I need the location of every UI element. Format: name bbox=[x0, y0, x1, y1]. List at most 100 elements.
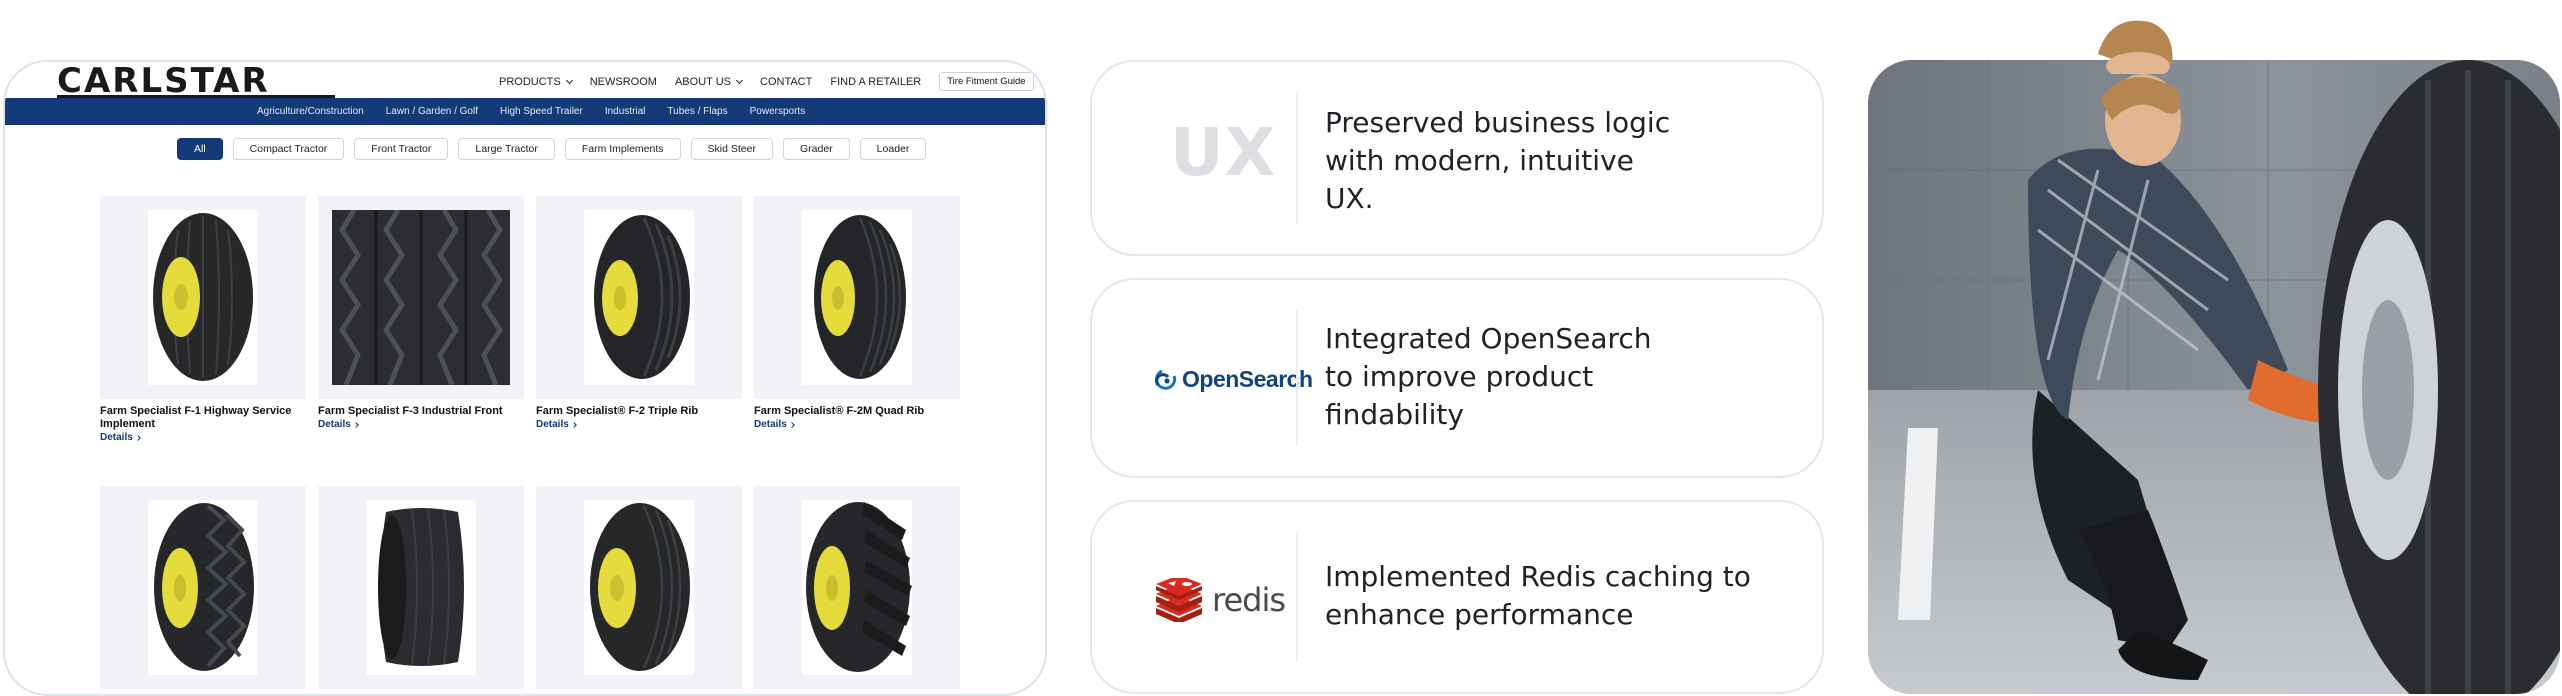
opensearch-wordmark: OpenSearch bbox=[1182, 366, 1313, 392]
nav-products[interactable]: PRODUCTS bbox=[499, 75, 573, 88]
rib-tire-icon bbox=[153, 213, 253, 381]
chevron-right-icon bbox=[134, 434, 141, 441]
category-industrial[interactable]: Industrial bbox=[604, 106, 646, 117]
tread-pattern-icon bbox=[332, 210, 510, 385]
nav-products-label: PRODUCTS bbox=[499, 75, 561, 88]
product-image[interactable] bbox=[100, 486, 306, 689]
product-title[interactable]: Farm Specialist® F-2 Triple Rib bbox=[536, 405, 699, 417]
filter-grader[interactable]: Grader bbox=[782, 138, 850, 160]
rib-tire-icon bbox=[590, 503, 690, 671]
filter-farm-implements[interactable]: Farm Implements bbox=[564, 138, 681, 160]
product-card[interactable]: Farm Specialist® F-2M Quad Rib Details bbox=[754, 196, 960, 430]
details-link[interactable]: Details bbox=[100, 432, 306, 443]
nav-newsroom-label: NEWSROOM bbox=[589, 75, 657, 88]
opensearch-logo-icon: OpenSearch bbox=[1154, 366, 1313, 393]
feature-line: to improve product bbox=[1325, 360, 1594, 393]
category-agriculture[interactable]: Agriculture/Construction bbox=[257, 106, 364, 117]
category-bar: Agriculture/Construction Lawn / Garden /… bbox=[5, 98, 1045, 125]
product-card[interactable] bbox=[100, 486, 306, 694]
product-image[interactable] bbox=[100, 196, 306, 399]
feature-line: Preserved business logic bbox=[1325, 106, 1671, 139]
chevron-right-icon bbox=[788, 421, 795, 428]
feature-divider bbox=[1296, 92, 1298, 224]
filter-all[interactable]: All bbox=[177, 138, 223, 160]
feature-divider bbox=[1296, 532, 1298, 662]
details-label: Details bbox=[536, 419, 569, 430]
product-image[interactable] bbox=[318, 196, 524, 399]
zigzag-implement-tire-icon bbox=[154, 503, 254, 671]
feature-line: Implemented Redis caching to bbox=[1325, 560, 1751, 593]
ux-icon: UX bbox=[1170, 114, 1277, 191]
product-card[interactable]: Farm Specialist F-3 Industrial Front Det… bbox=[318, 196, 524, 430]
product-title[interactable]: Farm Specialist® F-2M Quad Rib bbox=[754, 405, 925, 417]
top-nav: PRODUCTS NEWSROOM ABOUT US CONTACT FIND … bbox=[499, 72, 1034, 91]
feature-line: findability bbox=[1325, 398, 1464, 431]
website-screenshot: CARLSTAR PRODUCTS NEWSROOM ABOUT US CONT… bbox=[3, 60, 1047, 696]
product-card[interactable] bbox=[318, 486, 524, 694]
head-overflow-icon bbox=[2098, 20, 2173, 74]
details-link[interactable]: Details bbox=[536, 419, 742, 430]
feature-line: Integrated OpenSearch bbox=[1325, 322, 1652, 355]
product-image[interactable] bbox=[318, 486, 524, 689]
feature-card-redis: redis Implemented Redis caching to enhan… bbox=[1090, 500, 1824, 694]
chevron-down-icon bbox=[735, 76, 744, 84]
product-image[interactable] bbox=[536, 196, 742, 399]
filter-large-tractor[interactable]: Large Tractor bbox=[458, 138, 555, 160]
product-title[interactable]: Farm Specialist F-1 Highway Service Impl… bbox=[100, 405, 292, 430]
nav-find-retailer[interactable]: FIND A RETAILER bbox=[830, 76, 921, 88]
nav-about-label: ABOUT US bbox=[674, 75, 731, 88]
chevron-right-icon bbox=[352, 421, 359, 428]
chevron-down-icon bbox=[565, 76, 573, 84]
nav-newsroom[interactable]: NEWSROOM bbox=[590, 76, 657, 88]
feature-line: with modern, intuitive bbox=[1325, 144, 1634, 177]
nav-contact[interactable]: CONTACT bbox=[760, 76, 812, 88]
details-label: Details bbox=[100, 432, 133, 443]
tire-fitment-guide-button[interactable]: Tire Fitment Guide bbox=[939, 72, 1034, 91]
redis-logo-icon: redis bbox=[1154, 578, 1286, 622]
chevron-right-icon bbox=[570, 421, 577, 428]
filter-compact-tractor[interactable]: Compact Tractor bbox=[232, 138, 345, 160]
product-image[interactable] bbox=[754, 196, 960, 399]
details-link[interactable]: Details bbox=[754, 419, 960, 430]
feature-text: Preserved business logic with modern, in… bbox=[1325, 104, 1670, 218]
photo-illustration bbox=[1868, 60, 2560, 694]
filter-pills: All Compact Tractor Front Tractor Large … bbox=[177, 138, 927, 160]
smooth-rib-tire-icon bbox=[378, 508, 464, 666]
nav-contact-label: CONTACT bbox=[760, 75, 813, 88]
nav-about-us[interactable]: ABOUT US bbox=[674, 75, 744, 88]
feature-card-opensearch: OpenSearch Integrated OpenSearch to impr… bbox=[1090, 278, 1824, 478]
feature-text: Integrated OpenSearch to improve product… bbox=[1325, 320, 1652, 434]
product-image[interactable] bbox=[754, 486, 960, 689]
lug-tractor-tire-icon bbox=[806, 502, 912, 672]
filter-loader[interactable]: Loader bbox=[859, 138, 927, 160]
details-label: Details bbox=[754, 419, 787, 430]
triple-rib-tire-icon bbox=[594, 215, 690, 379]
product-image[interactable] bbox=[536, 486, 742, 689]
mechanic-tire-photo bbox=[1868, 60, 2560, 694]
feature-line: enhance performance bbox=[1325, 598, 1634, 631]
logo-underline bbox=[57, 95, 335, 98]
category-lawn-garden[interactable]: Lawn / Garden / Golf bbox=[385, 106, 478, 117]
feature-line: UX. bbox=[1325, 182, 1374, 215]
carlstar-logo[interactable]: CARLSTAR bbox=[57, 61, 270, 101]
feature-card-ux: UX Preserved business logic with modern,… bbox=[1090, 60, 1824, 256]
category-trailer[interactable]: High Speed Trailer bbox=[500, 106, 583, 117]
category-powersports[interactable]: Powersports bbox=[749, 106, 806, 117]
filter-skid-steer[interactable]: Skid Steer bbox=[690, 138, 773, 160]
product-card[interactable]: Farm Specialist F-1 Highway Service Impl… bbox=[100, 196, 306, 443]
nav-retailer-label: FIND A RETAILER bbox=[830, 75, 922, 88]
details-link[interactable]: Details bbox=[318, 419, 524, 430]
quad-rib-tire-icon bbox=[814, 215, 906, 379]
feature-text: Implemented Redis caching to enhance per… bbox=[1325, 558, 1751, 634]
redis-wordmark: redis bbox=[1212, 581, 1286, 619]
details-label: Details bbox=[318, 419, 351, 430]
feature-divider bbox=[1296, 310, 1298, 446]
site-header: CARLSTAR PRODUCTS NEWSROOM ABOUT US CONT… bbox=[5, 62, 1045, 98]
product-card[interactable] bbox=[754, 486, 960, 694]
product-title[interactable]: Farm Specialist F-3 Industrial Front bbox=[318, 405, 503, 417]
filter-front-tractor[interactable]: Front Tractor bbox=[354, 138, 449, 160]
redis-cube-icon bbox=[1156, 578, 1202, 622]
product-card[interactable] bbox=[536, 486, 742, 694]
category-tubes[interactable]: Tubes / Flaps bbox=[667, 106, 728, 117]
product-card[interactable]: Farm Specialist® F-2 Triple Rib Details bbox=[536, 196, 742, 430]
